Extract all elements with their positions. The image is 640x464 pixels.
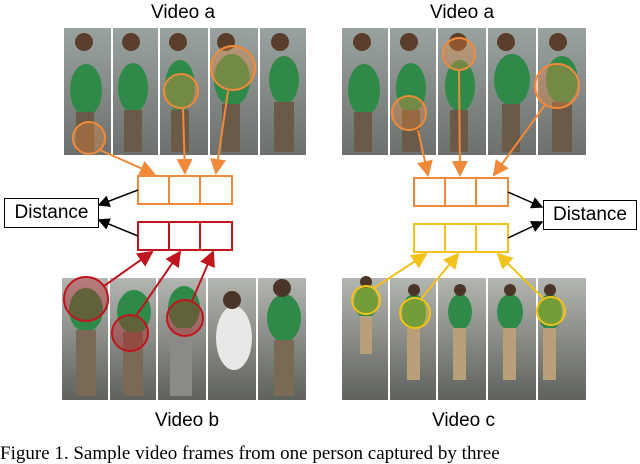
frame-4	[208, 278, 256, 400]
feature-vector-red	[137, 221, 233, 251]
label-video-a-left: Video a	[151, 2, 216, 23]
frame-2	[113, 28, 158, 155]
frame-5	[260, 28, 306, 155]
feature-vector-yellow	[413, 223, 509, 253]
frame-2	[110, 278, 156, 400]
frame-1	[62, 278, 108, 400]
distance-arrows	[97, 189, 544, 239]
label-video-b: Video b	[155, 410, 220, 431]
frame-1	[64, 28, 111, 155]
frame-3	[160, 28, 208, 155]
frame-4	[210, 28, 258, 155]
frame-5	[538, 278, 586, 400]
frame-4	[488, 278, 536, 400]
frame-3	[438, 28, 486, 155]
frame-2	[390, 278, 436, 400]
frame-4	[488, 28, 536, 155]
frame-1	[342, 28, 388, 155]
figure-caption: Figure 1. Sample video frames from one p…	[0, 443, 500, 464]
highlights-video-a-right	[391, 37, 580, 177]
video-b-frames	[62, 278, 306, 400]
frame-3	[158, 278, 206, 400]
frame-3	[438, 278, 486, 400]
highlights-video-c	[351, 252, 566, 329]
highlights-video-b	[63, 250, 215, 352]
feature-vector-orange-right	[413, 177, 509, 207]
label-video-c: Video c	[432, 410, 496, 431]
video-a-left-frames	[64, 28, 306, 155]
feature-vector-orange-left	[137, 175, 233, 205]
frame-5	[258, 278, 306, 400]
label-video-a-right: Video a	[430, 2, 495, 23]
video-c-frames	[342, 276, 586, 400]
distance-box-right: Distance	[543, 200, 637, 230]
distance-box-left: Distance	[4, 198, 99, 228]
highlights-video-a-left	[72, 45, 256, 176]
frame-2	[390, 28, 436, 155]
frame-1	[342, 276, 388, 400]
